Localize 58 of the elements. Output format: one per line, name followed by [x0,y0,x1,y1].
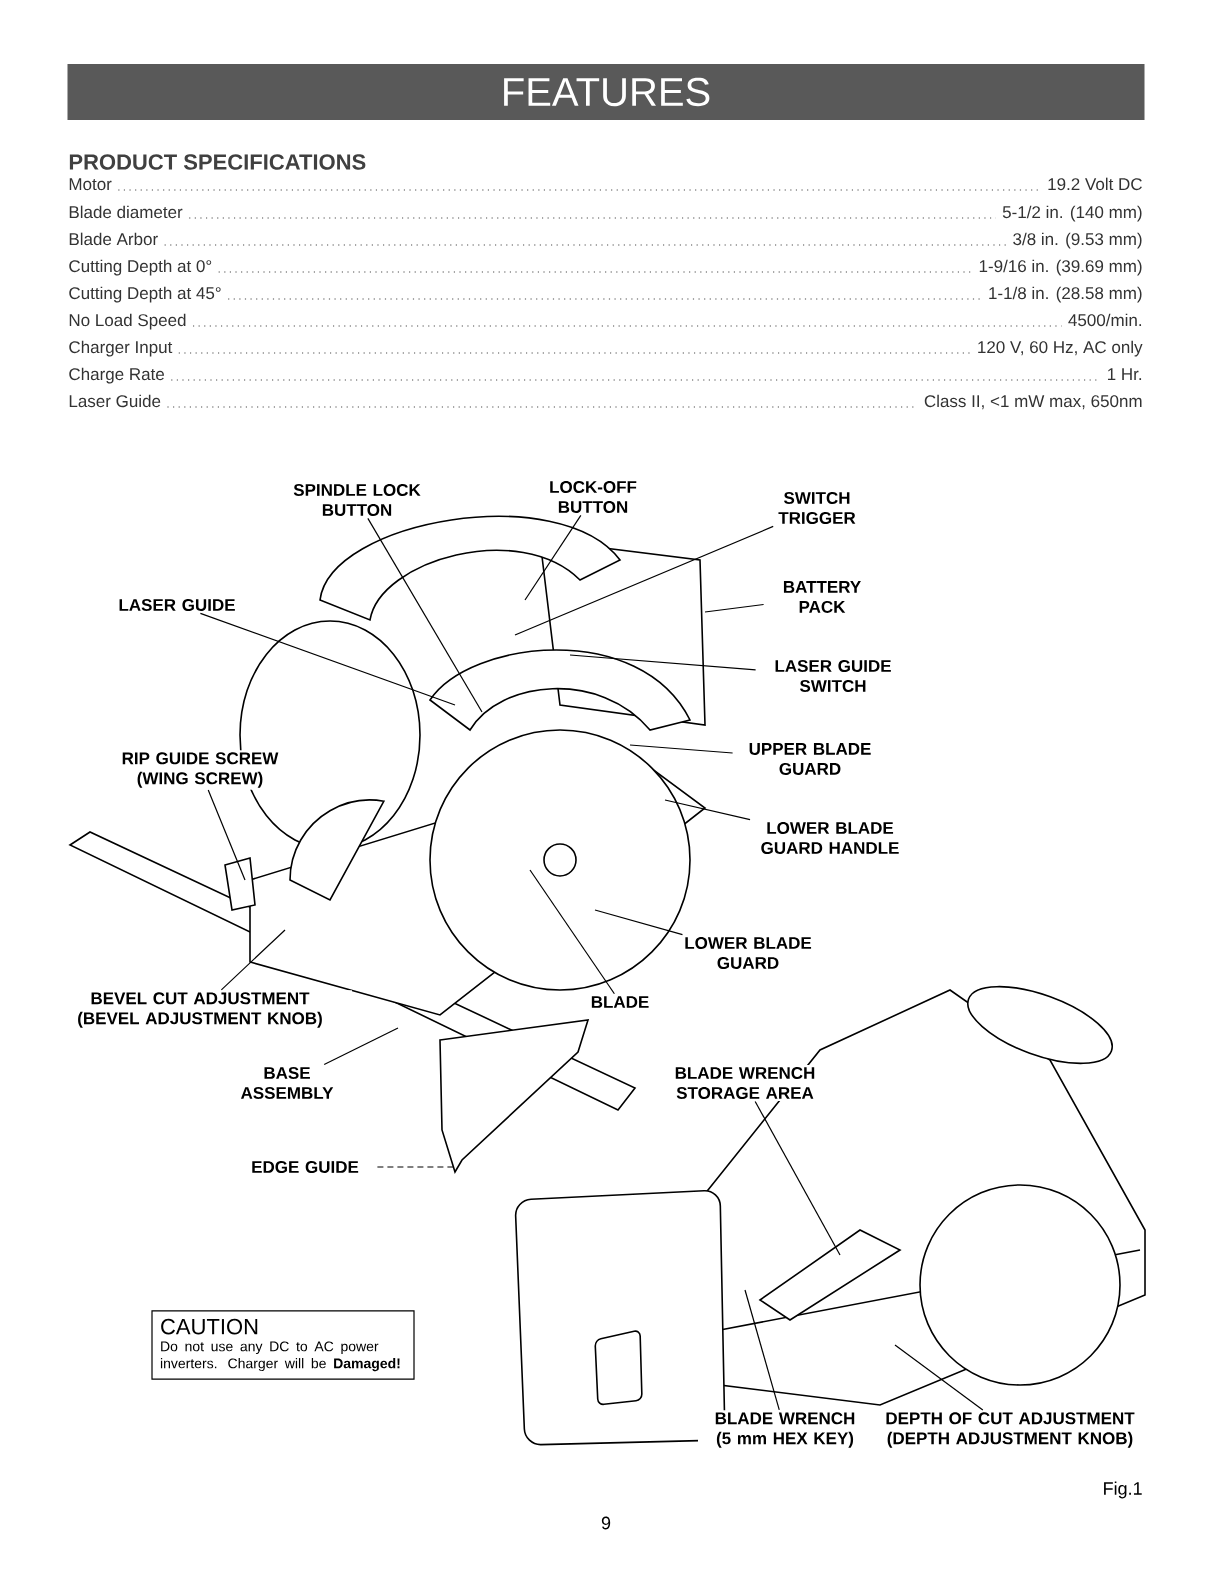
leader-line [207,789,246,881]
callout-label: RIP GUIDE SCREW (WING SCREW) [122,752,279,788]
spec-name: Charge Rate [69,367,164,384]
page-number: 9 [601,1516,611,1530]
spec-name: Blade diameter [69,205,183,219]
spec-value: 1-9/16 in. (39.69 mm) [979,259,1142,276]
callout-label: SPINDLE LOCK BUTTON [293,484,421,516]
callout-label: LASER GUIDE [119,599,235,611]
leader-line [323,1027,399,1066]
leader-line [220,929,286,991]
spec-value: 120 V, 60 Hz, AC only [978,340,1143,357]
caution-box [151,1310,415,1380]
spec-name: No Load Speed [69,313,186,330]
callout-label: BLADE WRENCH STORAGE AREA [675,1067,815,1099]
leader-line [529,869,615,995]
callout-label: SWITCH TRIGGER [778,492,856,524]
leader-line [894,1344,984,1411]
figure-number: Fig.1 [1104,1481,1142,1499]
leader-line [367,517,483,713]
callout-label: LOWER BLADE GUARD HANDLE [761,822,899,854]
leader-line [569,654,757,671]
callout-label: BATTERY PACK [783,581,861,613]
spec-name: Charger Input [69,340,173,357]
callout-label: BASE ASSEMBLY [240,1067,334,1099]
callout-label: EDGE GUIDE [252,1161,359,1173]
section-heading: PRODUCT SPECIFICATIONS [69,154,366,170]
leader-line [704,603,765,613]
spec-name: Blade Arbor [69,232,158,246]
leader-line [376,1166,456,1168]
callout-label: LASER GUIDE SWITCH [775,660,891,692]
spec-value: 1 Hr. [1108,368,1142,380]
warning-text: Do not use any DC to AC power inverters. Charger will be Damaged! [160,1341,400,1372]
spec-value: 3/8 in. (9.53 mm) [1013,232,1142,249]
spec-value: 1-1/8 in. (28.58 mm) [989,286,1142,303]
callout-label: UPPER BLADE GUARD [749,743,871,775]
leader-line [629,744,734,754]
callout-label: LOWER BLADE GUARD [685,937,812,969]
spec-name: Cutting Depth at 45° [69,286,221,303]
callout-label: BLADE [591,996,649,1008]
leader-line [199,612,456,706]
spec-value: 19.2 Volt DC [1048,177,1142,191]
leader-line [594,909,684,936]
leader-line [664,799,751,821]
leader-line [514,525,774,636]
title-banner: FEATURES [67,64,1145,120]
spec-value: 4500/min. [1068,313,1142,327]
spec-value: Class II, <1 mW max, 650nm [924,394,1142,410]
callout-label: LOCK-OFF BUTTON [550,481,637,513]
leader-line [524,514,582,601]
spec-name: Motor [69,178,112,191]
spec-name: Cutting Depth at 0° [69,259,212,276]
spec-value: 5-1/2 in. (140 mm) [1002,205,1142,222]
callout-label: BLADE WRENCH (5 mm HEX KEY) [715,1412,855,1448]
box-heading: CAUTION [161,1318,258,1335]
leader-line [744,1289,780,1411]
leader-line [754,1100,841,1256]
callout-label: DEPTH OF CUT ADJUSTMENT (DEPTH ADJUSTMENT KNOB) [886,1412,1135,1448]
spec-name: Laser Guide [69,394,161,408]
